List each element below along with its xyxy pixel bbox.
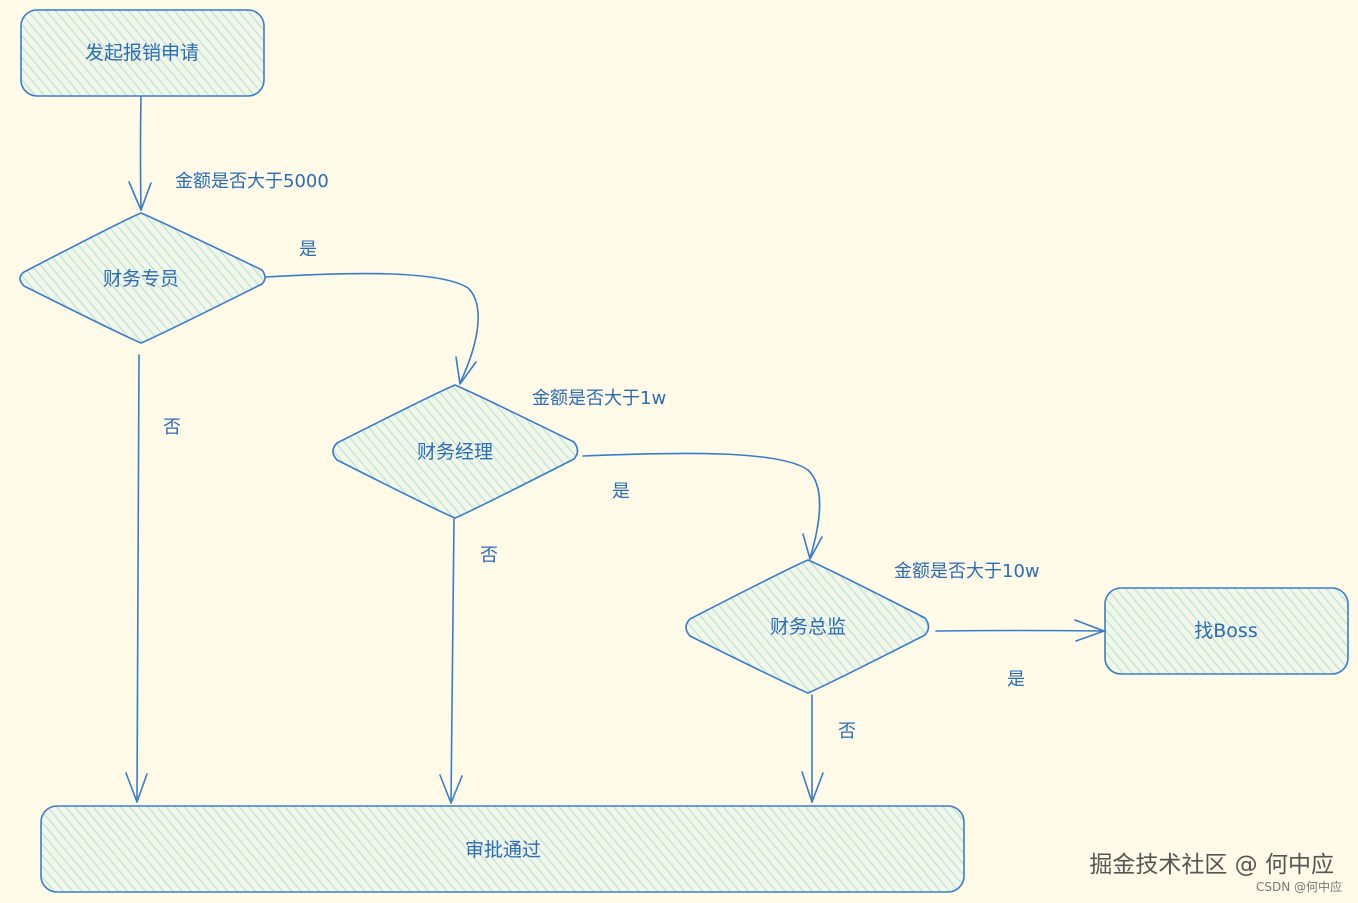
- arrowhead-boss: [1074, 619, 1105, 642]
- start-node: [20, 9, 265, 97]
- manager-decision: [332, 384, 579, 519]
- arrowhead-approved-3: [801, 771, 824, 803]
- specialist-yes-label: 是: [299, 239, 317, 260]
- director-decision: [685, 559, 930, 694]
- watermark-sub: CSDN @何中应: [1256, 879, 1342, 894]
- arrowhead-approved-2: [439, 774, 463, 804]
- director-label: 财务总监: [770, 616, 846, 638]
- specialist-decision: [19, 212, 266, 344]
- specialist-label: 财务专员: [103, 268, 179, 290]
- edge-start-to-specialist: [139, 96, 142, 211]
- boss-node: [1104, 587, 1349, 675]
- director-yes-label: 是: [1007, 669, 1025, 690]
- arrowhead-start: [128, 181, 152, 211]
- condition-10w-label: 金额是否大于10w: [894, 561, 1040, 582]
- approved-node: [40, 805, 965, 893]
- approved-label: 审批通过: [465, 839, 541, 861]
- manager-label: 财务经理: [417, 441, 493, 463]
- arrowhead-director: [802, 533, 823, 560]
- edge-specialist-to-approved: [136, 354, 140, 803]
- arrowhead-approved-1: [125, 772, 148, 803]
- condition-1w-label: 金额是否大于1w: [532, 388, 666, 409]
- specialist-no-label: 否: [163, 417, 181, 438]
- edge-director-to-boss: [935, 629, 1105, 632]
- edge-manager-to-approved: [450, 518, 455, 804]
- condition-5000-label: 金额是否大于5000: [175, 171, 329, 192]
- boss-label: 找Boss: [1194, 620, 1257, 642]
- manager-no-label: 否: [480, 545, 498, 566]
- director-no-label: 否: [838, 721, 856, 742]
- watermark-main: 掘金技术社区 @ 何中应: [1089, 852, 1334, 878]
- manager-yes-label: 是: [612, 481, 630, 502]
- arrowhead-manager: [455, 356, 477, 385]
- edge-manager-to-director: [582, 452, 821, 559]
- start-label: 发起报销申请: [85, 42, 199, 64]
- edge-specialist-to-manager: [265, 272, 479, 384]
